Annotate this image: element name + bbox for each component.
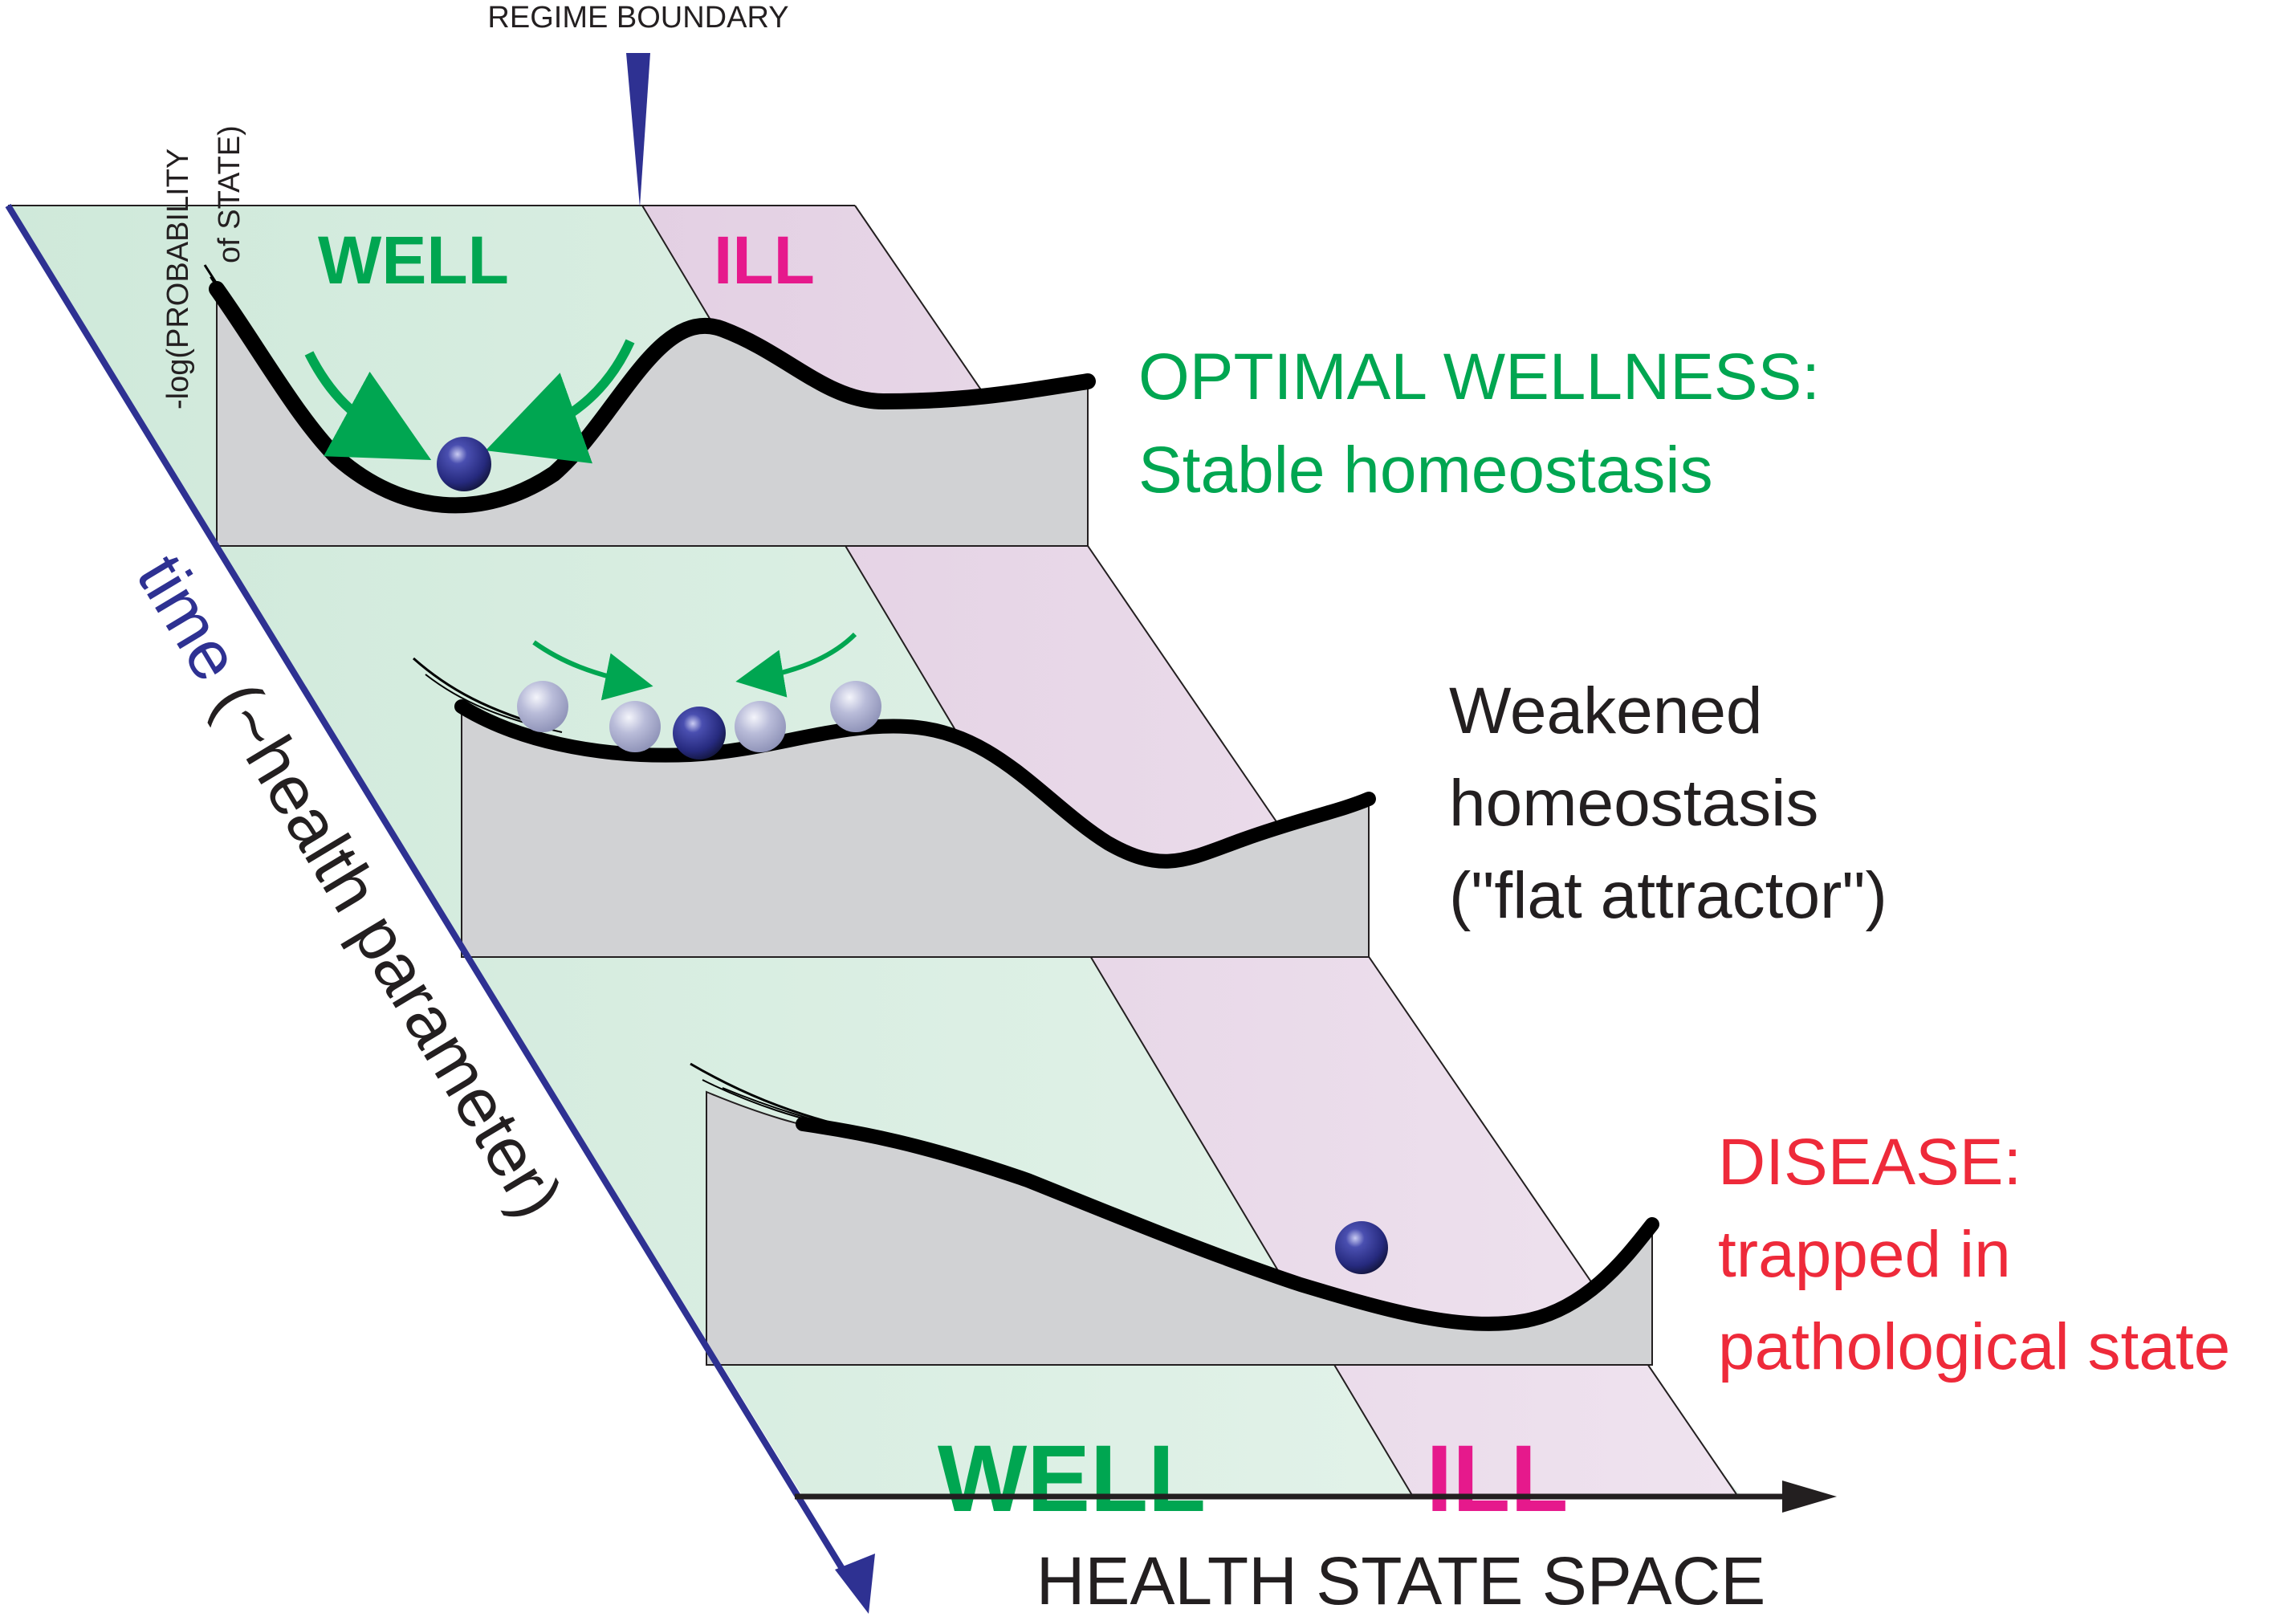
panel-title-line2: homeostasis: [1449, 767, 1818, 840]
health-state-axis: HEALTH STATE SPACE: [795, 1480, 1837, 1619]
regime-boundary-label: REGIME BOUNDARY: [487, 1, 788, 35]
brush-stroke: [690, 1062, 852, 1130]
potential-curve: [796, 1117, 1659, 1331]
regime-boundary-marker: REGIME BOUNDARY: [487, 1, 789, 207]
panel-title-line3: ("flat attractor"): [1449, 859, 1887, 932]
panel-weakened-homeostasis: Weakened homeostasis ("flat attractor"): [413, 632, 1887, 958]
time-axis-line: [5, 203, 856, 1588]
brush-stroke: [203, 264, 323, 434]
ball-icon: [735, 701, 786, 752]
ball-icon: [673, 707, 726, 760]
ball-icon: [609, 701, 661, 752]
brush-stroke: [722, 1087, 884, 1139]
panel-title-line1: DISEASE:: [1718, 1126, 2021, 1199]
panel-title-line1: OPTIMAL WELLNESS:: [1138, 340, 1820, 413]
bottom-well-label: WELL: [938, 1426, 1206, 1532]
panel-disease: DISEASE: trapped in pathological state: [690, 1062, 2230, 1383]
down-arrow-pointer-icon: [626, 53, 650, 207]
brush-stroke: [210, 276, 330, 446]
panel-title-line3: pathological state: [1718, 1310, 2230, 1383]
bottom-ill-label: ILL: [1427, 1426, 1569, 1532]
x-axis-label: HEALTH STATE SPACE: [1036, 1543, 1766, 1619]
ball-icon: [1335, 1221, 1388, 1274]
ball-icon: [437, 437, 491, 491]
y-axis-label: -log(PROBABILITY of STATE): [161, 125, 246, 409]
ball-icon: [830, 681, 881, 732]
down-arrow-icon: [835, 1554, 875, 1614]
panel-title-line1: Weakened: [1449, 674, 1763, 747]
top-ill-label: ILL: [714, 222, 815, 298]
y-axis-label-line2: of STATE): [213, 125, 246, 263]
potential-curve: [454, 699, 1376, 869]
panel-title-line2: trapped in: [1718, 1218, 2011, 1291]
ball-icon: [517, 681, 568, 732]
inward-arrow-icon: [532, 640, 653, 701]
top-well-label: WELL: [318, 222, 509, 298]
right-arrow-icon: [1782, 1480, 1837, 1513]
inward-arrow-icon: [735, 632, 857, 698]
panel-title-line2: Stable homeostasis: [1138, 434, 1713, 507]
panel-optimal-wellness: OPTIMAL WELLNESS: Stable homeostasis: [203, 264, 1820, 547]
y-axis-label-line1: -log(PROBABILITY: [161, 149, 195, 409]
inward-arrow-icon: [304, 351, 432, 460]
inward-arrow-icon: [485, 339, 635, 464]
